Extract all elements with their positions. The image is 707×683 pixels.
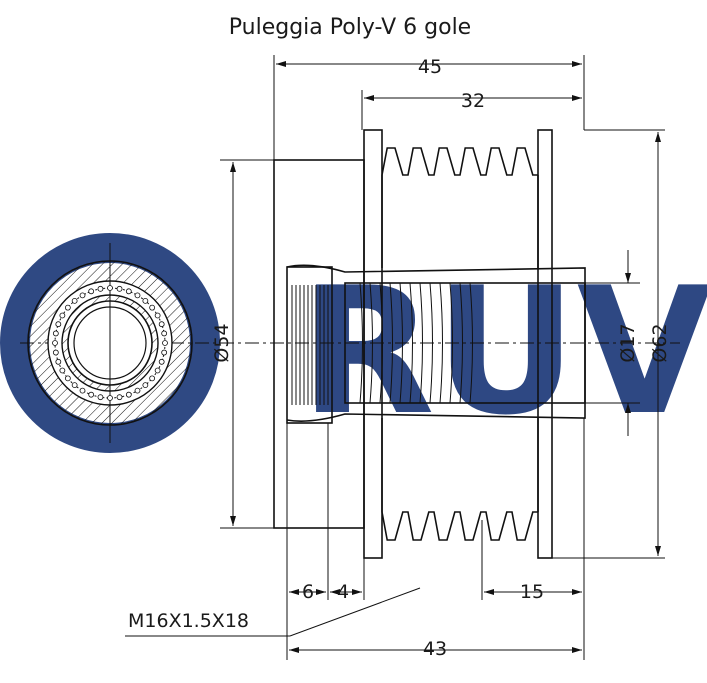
dim-6: 6 — [302, 581, 314, 603]
bearing-ball — [162, 340, 168, 346]
bearing-ball — [158, 358, 165, 365]
dim-15: 15 — [520, 581, 544, 603]
bearing-ball — [64, 375, 71, 382]
dim-diameter-17: Ø17 — [617, 323, 639, 362]
dim-45: 45 — [418, 56, 442, 78]
bearing-ball — [88, 391, 95, 398]
bearing-ball — [88, 288, 95, 295]
bearing-ball — [97, 285, 104, 292]
thread-line — [379, 282, 383, 404]
thread-callout: M16X1.5X18 — [128, 610, 249, 632]
bearing-ball — [59, 367, 66, 374]
bearing-ball — [142, 297, 149, 304]
bearing-ball — [71, 382, 78, 389]
bearing-ball — [71, 297, 78, 304]
bearing-ball — [64, 304, 71, 311]
bearing-ball — [55, 321, 62, 328]
dimension-labels: 45 32 Ø54 Ø17 Ø62 6 4 15 M16X1.5X18 43 — [128, 56, 671, 660]
pulley-hub — [273, 159, 365, 529]
bearing-ball — [52, 349, 59, 356]
bearing-ball — [154, 367, 161, 374]
thread-line — [439, 282, 443, 404]
bearing-ball — [142, 382, 149, 389]
dim-4: 4 — [337, 581, 349, 603]
thread-line — [419, 282, 423, 404]
thread-line — [429, 282, 433, 404]
dim-diameter-54: Ø54 — [211, 323, 233, 362]
watermark-text: RUVILLE — [300, 251, 707, 454]
bearing-ball — [134, 292, 141, 299]
bearing-ball — [97, 394, 104, 401]
bearing-ball — [158, 321, 165, 328]
thread-line — [459, 282, 463, 404]
bearing-ball — [161, 349, 168, 356]
thread-line — [369, 282, 373, 404]
side-section-view — [27, 243, 193, 443]
pulley-bore — [286, 264, 586, 422]
bearing-ball — [149, 375, 156, 382]
dimension-lines — [125, 61, 661, 653]
dim-32: 32 — [461, 90, 485, 112]
thread-section — [359, 282, 473, 404]
bearing-ball — [134, 387, 141, 394]
bearing-ball — [149, 304, 156, 311]
bearing-ball — [125, 288, 132, 295]
thread-line — [359, 282, 363, 404]
bearing-ball — [154, 312, 161, 319]
thread-line — [449, 282, 453, 404]
thread-line — [469, 282, 473, 404]
bearing-ball — [116, 394, 123, 401]
bearing-ball — [107, 395, 113, 401]
dim-diameter-62: Ø62 — [649, 323, 671, 362]
dim-43: 43 — [423, 638, 447, 660]
drawing-title: Puleggia Poly-V 6 gole — [229, 15, 471, 40]
bearing-ball — [125, 391, 132, 398]
bearing-ball — [116, 285, 123, 292]
bearing-ball — [79, 292, 86, 299]
bearing-ball — [52, 340, 58, 346]
bearing-ball — [107, 285, 113, 291]
bearing-ball — [161, 330, 168, 337]
thread-line — [389, 282, 393, 404]
bearing-ball — [55, 358, 62, 365]
bearing-ball — [59, 312, 66, 319]
thread-line — [399, 282, 403, 404]
bearing-ball — [79, 387, 86, 394]
bearing-ball — [52, 330, 59, 337]
thread-line — [409, 282, 413, 404]
extension-lines — [220, 55, 665, 660]
spline-teeth — [291, 285, 329, 405]
